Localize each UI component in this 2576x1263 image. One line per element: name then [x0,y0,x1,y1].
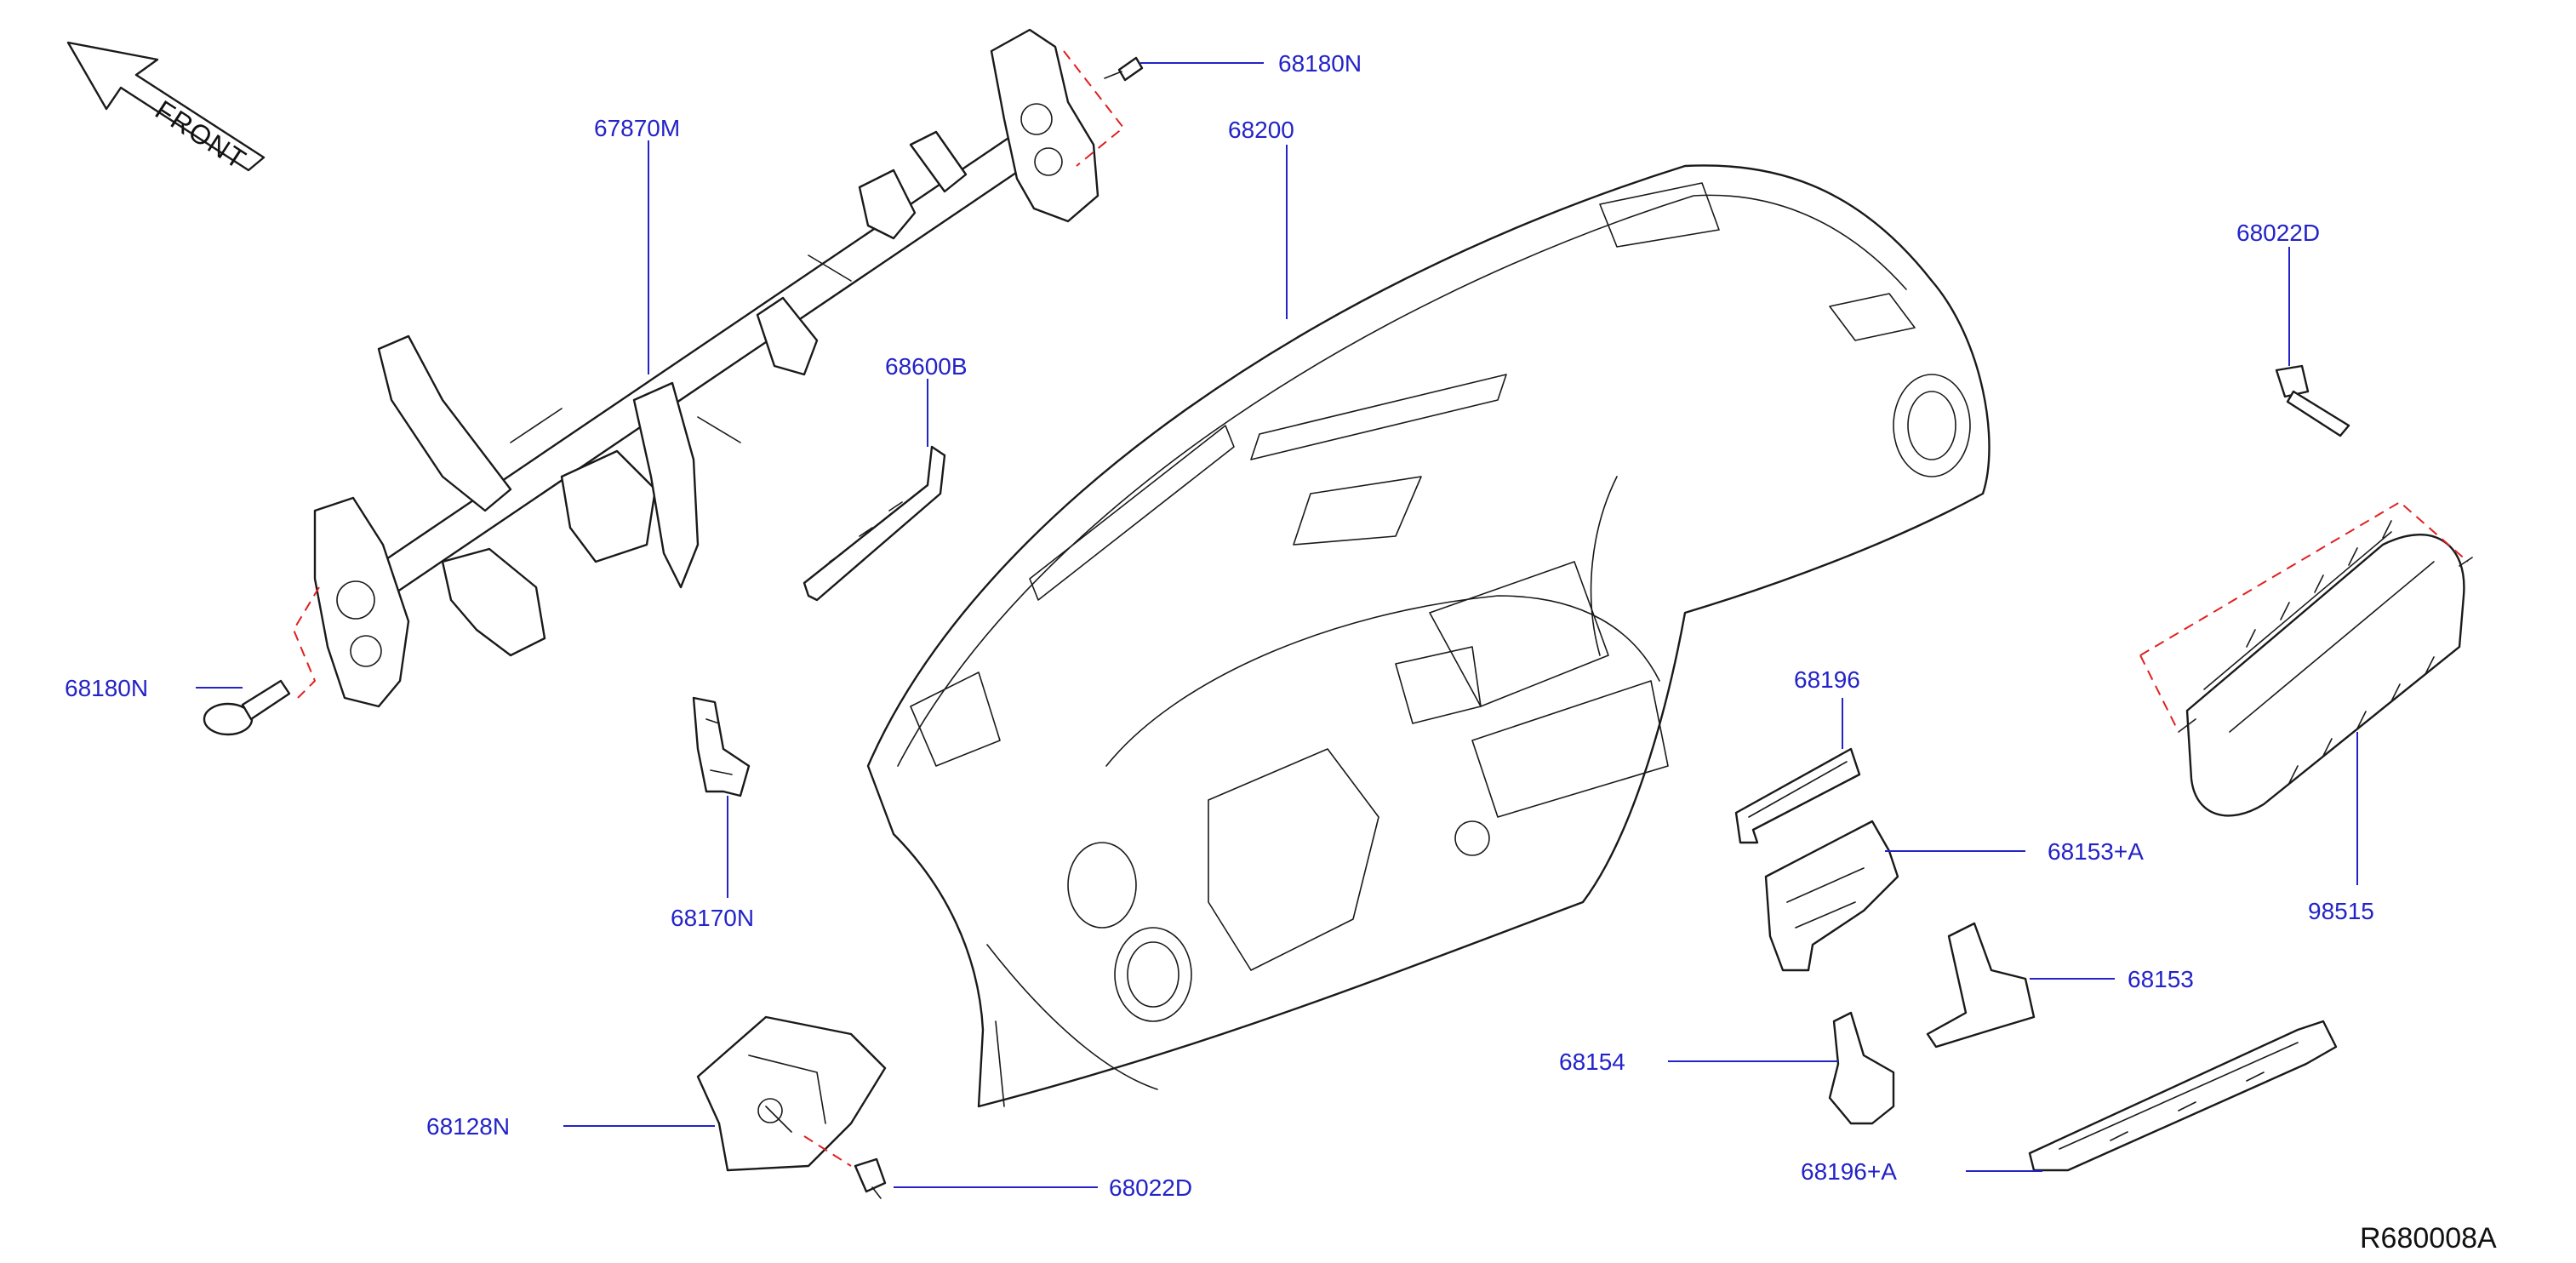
bracket-68154 [1828,1011,1895,1125]
screw-68022d-bottom [854,1157,887,1199]
bracket-68196a [2028,1020,2338,1172]
part-number-68022d-right[interactable]: 68022D [2236,220,2320,246]
part-number-68180n-top[interactable]: 68180N [1278,50,1362,77]
part-number-98515[interactable]: 98515 [2308,898,2374,924]
front-arrow-icon [66,41,266,172]
diagram-reference-code: R680008A [2360,1222,2497,1254]
bracket-68128n [696,1015,887,1172]
part-number-68170n[interactable]: 68170N [671,905,754,931]
part-number-68022d-bottom[interactable]: 68022D [1109,1174,1192,1201]
part-number-68154[interactable]: 68154 [1559,1049,1625,1075]
front-label: FRONT [150,94,252,176]
part-number-68128n[interactable]: 68128N [426,1113,510,1140]
bolt-68180n-top [1104,56,1144,82]
front-direction-arrow: FRONT [66,41,266,176]
part-number-68153a[interactable]: 68153+A [2048,838,2144,865]
part-number-68200[interactable]: 68200 [1228,117,1294,143]
part-number-68196[interactable]: 68196 [1794,666,1860,693]
bracket-68196 [1734,747,1861,844]
bracket-68153 [1926,922,2036,1049]
bolt-68180n-left [203,679,291,736]
part-number-67870m[interactable]: 67870M [594,115,680,141]
screw-68022d-right [2275,364,2350,437]
part-number-68180n-left[interactable]: 68180N [65,675,148,701]
bracket-68600b [803,445,946,602]
part-number-68153[interactable]: 68153 [2128,966,2194,992]
leader-lines [196,62,2358,1188]
bracket-68170n [692,696,751,797]
part-number-68196a[interactable]: 68196+A [1801,1158,1897,1185]
bracket-68153a [1764,820,1899,972]
part-labels: 67870M 68180N 68180N 68200 68600B 68170N… [65,50,2374,1201]
part-number-68600b[interactable]: 68600B [885,353,968,380]
steering-member-67870m [292,28,1125,708]
passenger-airbag-98515 [2139,500,2473,817]
instrument-panel-68200 [866,164,1991,1108]
